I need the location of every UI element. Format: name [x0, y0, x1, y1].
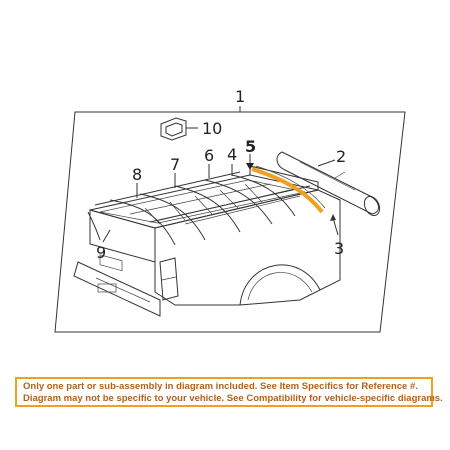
callout-10: 10 — [202, 119, 222, 138]
part-5-side-rail — [251, 167, 324, 214]
disclaimer-line-1: Only one part or sub-assembly in diagram… — [23, 381, 418, 392]
leader-2 — [317, 159, 336, 167]
assembly-outline — [54, 111, 406, 333]
truck-bed — [73, 165, 341, 317]
callout-9: 9 — [96, 243, 106, 262]
leader-5-arrow — [246, 163, 254, 170]
callout-6: 6 — [204, 146, 214, 165]
part-10-bracket — [160, 117, 198, 141]
part-2-rolled-cover — [276, 151, 381, 217]
callout-4: 4 — [227, 145, 237, 164]
cover-bows — [87, 171, 311, 246]
leader-3-arrow — [330, 214, 336, 221]
callout-3: 3 — [334, 239, 344, 258]
leader-9 — [102, 229, 111, 243]
disclaimer-line-2: Diagram may not be specific to your vehi… — [23, 393, 443, 404]
callout-8: 8 — [132, 165, 142, 184]
callout-7: 7 — [170, 155, 180, 174]
callout-5: 5 — [245, 137, 256, 156]
leader-3 — [332, 217, 339, 236]
callout-2: 2 — [336, 147, 346, 166]
callout-1: 1 — [235, 87, 245, 106]
part-5-rail-inner — [255, 165, 326, 209]
disclaimer-box: Only one part or sub-assembly in diagram… — [15, 377, 443, 407]
parts-diagram: 1 2 3 4 5 6 7 8 9 10 — [54, 87, 406, 333]
